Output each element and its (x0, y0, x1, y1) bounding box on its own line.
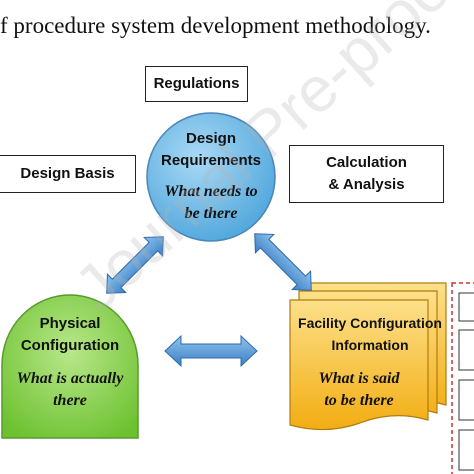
side-panel-item (458, 292, 474, 322)
analysis-label: & Analysis (328, 176, 405, 193)
design-basis-label: Design Basis (20, 165, 115, 182)
calculation-analysis-box: Calculation & Analysis (289, 145, 444, 203)
design-requirements-description: What needs to be there (146, 181, 276, 225)
facility-italic-line2: to be there (324, 392, 394, 409)
design-basis-box: Design Basis (0, 155, 136, 193)
regulations-label: Regulations (153, 75, 240, 92)
facility-configuration-description: What is said to be there (290, 368, 428, 412)
regulations-box: Regulations (145, 66, 248, 102)
physical-title-line2: Configuration (20, 337, 120, 354)
facility-title-line2: Information (331, 337, 409, 353)
facility-configuration-title: Facility Configuration Information (285, 312, 455, 356)
design-requirements-line2: Requirements (160, 152, 262, 169)
side-panel-item (458, 379, 474, 421)
side-panel-item (458, 329, 474, 371)
arrow-design-facility (254, 233, 312, 291)
arrow-design-physical (106, 236, 164, 294)
facility-document-stack (289, 282, 447, 431)
design-requirements-circle (146, 112, 276, 242)
physical-configuration-shape (1, 294, 139, 439)
physical-italic-line2: there (53, 392, 87, 409)
arrow-physical-facility (164, 334, 258, 368)
figure-caption: f procedure system development methodolo… (0, 13, 431, 38)
side-panel-item (458, 429, 474, 471)
design-requirements-italic-line1: What needs to (164, 183, 258, 200)
design-requirements-italic-line2: be there (184, 205, 238, 222)
calculation-label: Calculation (326, 154, 407, 171)
physical-title-line1: Physical (39, 315, 101, 332)
physical-italic-line1: What is actually (16, 370, 124, 387)
design-requirements-title: Design Requirements (151, 128, 271, 172)
facility-italic-line1: What is said (318, 370, 400, 387)
facility-title-line1: Facility Configuration (298, 315, 442, 331)
side-panel-dashed (451, 282, 474, 474)
physical-configuration-description: What is actually there (0, 368, 140, 412)
physical-configuration-title: Physical Configuration (2, 313, 138, 357)
design-requirements-line1: Design (185, 130, 236, 147)
